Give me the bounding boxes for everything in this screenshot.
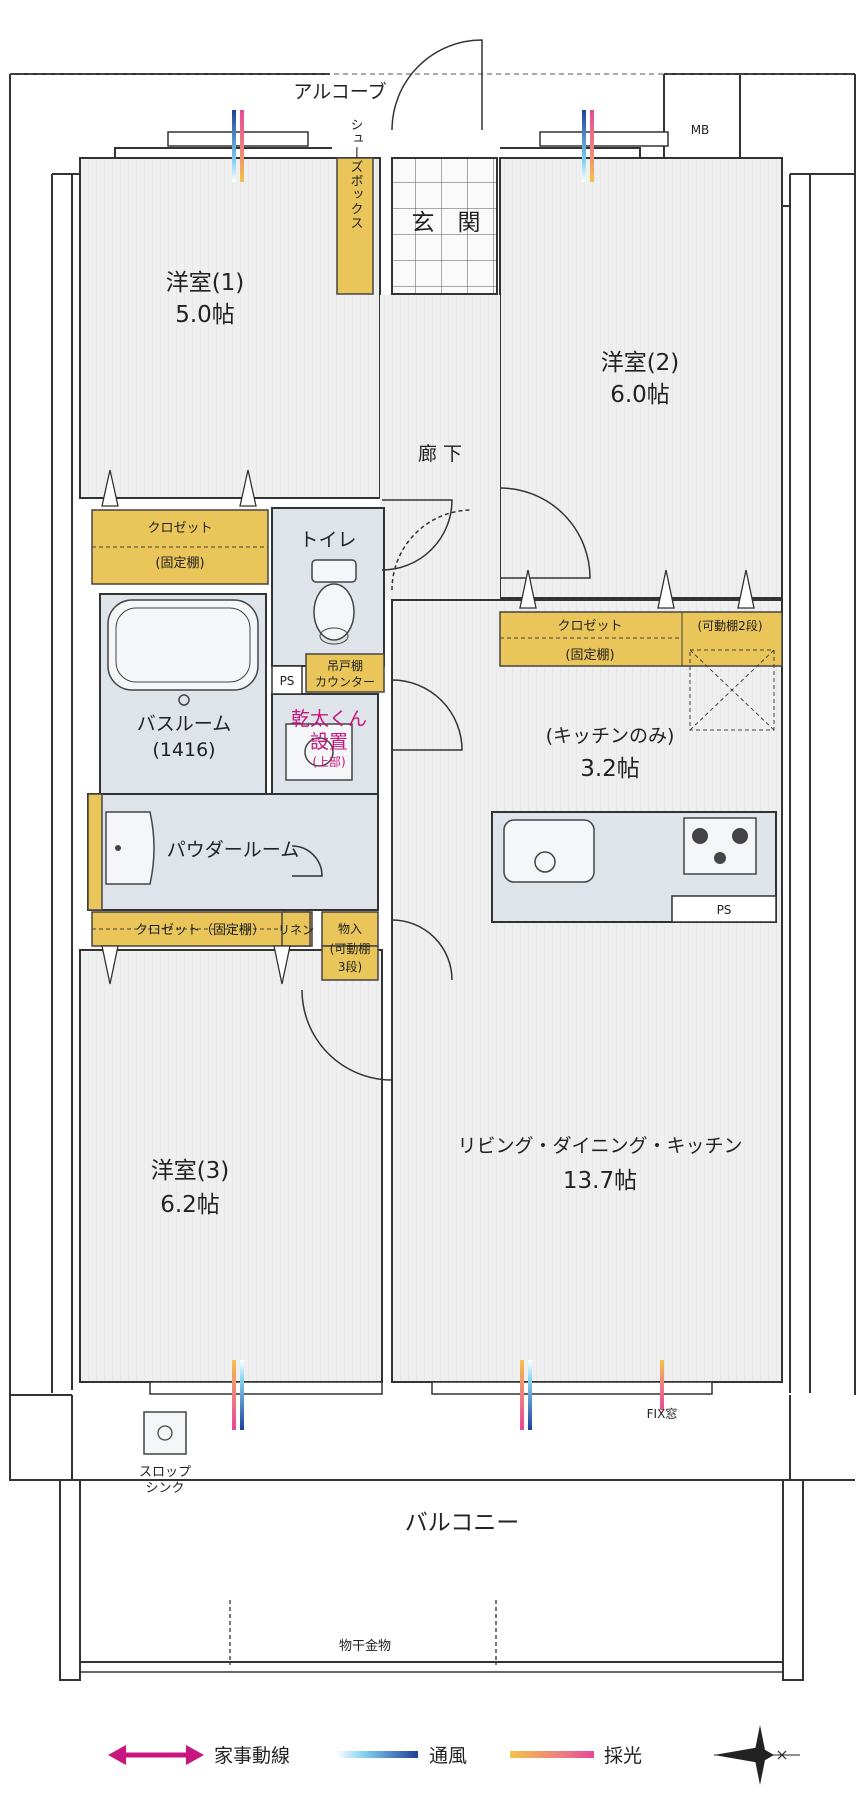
- room-3-floor: [79, 949, 383, 1383]
- ps-box-left: [271, 665, 303, 695]
- legend-ventilation: 通風: [336, 1745, 467, 1767]
- legend-housework-label: 家事動線: [214, 1745, 290, 1767]
- legend-ventilation-label: 通風: [429, 1745, 467, 1767]
- closet-room2: [499, 611, 783, 667]
- room2-size: 6.0帖: [610, 382, 670, 408]
- room3-size: 6.2帖: [160, 1192, 220, 1218]
- room1-size: 5.0帖: [175, 302, 235, 328]
- shoe-box: [336, 157, 374, 295]
- bathroom-name: バスルーム: [137, 713, 231, 735]
- dryer-label-2: 設置: [310, 731, 348, 753]
- clothes-hanger-label: 物干金物: [339, 1638, 391, 1654]
- balcony-label: バルコニー: [405, 1510, 520, 1536]
- slop-sink-icon: [143, 1411, 187, 1455]
- balcony: [9, 1395, 855, 1681]
- ps-box-kitchen: [671, 895, 777, 923]
- dryer-icon: [285, 723, 353, 781]
- storage-label-2: (可動棚: [330, 941, 371, 956]
- ps-label-kitchen: PS: [717, 903, 732, 917]
- closet-room2-movable: (可動棚2段): [698, 618, 763, 633]
- ldk-name: リビング・ダイニング・キッチン: [457, 1135, 742, 1157]
- compass-icon: [714, 1725, 800, 1785]
- legend-lighting: 採光: [510, 1745, 642, 1767]
- slop-sink-label-1: スロップ: [139, 1465, 191, 1480]
- legend: 家事動線 通風 採光: [108, 1725, 800, 1785]
- toilet-label: トイレ: [299, 529, 356, 551]
- hanging-shelf-counter: [305, 653, 385, 693]
- mb-label: MB: [691, 123, 710, 137]
- windows: [149, 131, 713, 1395]
- hanging-shelf-label: 吊戸棚: [327, 658, 363, 673]
- storage-label-3: 3段): [338, 959, 362, 974]
- kitchen-sink-icon: [503, 819, 595, 883]
- entrance-label: 玄 関: [412, 210, 481, 236]
- doors: [291, 39, 591, 1081]
- ldk-size: 13.7帖: [563, 1168, 637, 1194]
- room-1-floor: [79, 157, 381, 499]
- toilet-icon: [311, 559, 357, 645]
- hallway-label: 廊 下: [418, 443, 462, 465]
- counter-label: カウンター: [315, 675, 375, 689]
- fridge-space: [689, 649, 775, 731]
- room1-name: 洋室(1): [166, 270, 245, 296]
- kitchen-only-name: (キッチンのみ): [546, 725, 675, 747]
- stove-icon: [683, 817, 757, 875]
- closet-room2-shelf: (固定棚): [565, 648, 614, 663]
- dryer-label-1: 乾太くん: [291, 708, 367, 730]
- linen-closet: [281, 911, 311, 947]
- legend-housework: 家事動線: [108, 1745, 290, 1767]
- closet-room3-label: クロゼット（固定棚）: [135, 923, 265, 938]
- washbasin-icon: [105, 811, 155, 885]
- ldk-floor: [391, 599, 783, 1383]
- storage-closet-ext: [321, 945, 379, 981]
- bathtub-icon: [107, 599, 259, 691]
- room2-name: 洋室(2): [601, 350, 680, 376]
- washbasin-counter: [87, 793, 103, 911]
- kitchen-only-size: 3.2帖: [580, 756, 640, 782]
- dryer-label-3: (上部): [312, 754, 345, 769]
- slop-sink-label-2: シンク: [145, 1481, 184, 1496]
- entrance-floor: [391, 157, 498, 295]
- shoe-box-label: シューズボックス: [348, 118, 363, 230]
- powder-room-label: パウダールーム: [167, 839, 299, 861]
- closet-room1-shelf: (固定棚): [155, 556, 204, 571]
- room-2-floor: [499, 157, 783, 599]
- fix-window-label: FIX窓: [647, 1406, 678, 1421]
- clothes-hanger-posts: [229, 1600, 497, 1665]
- closet-room2-label: クロゼット: [557, 619, 622, 634]
- alcove-label: アルコーブ: [293, 80, 386, 103]
- storage-label-1: 物入: [338, 922, 362, 936]
- room3-name: 洋室(3): [151, 1158, 230, 1184]
- hallway-floor: [380, 295, 500, 600]
- legend-lighting-label: 採光: [604, 1745, 642, 1767]
- ps-label-left: PS: [280, 674, 295, 688]
- closet-room1-label: クロゼット: [147, 521, 212, 536]
- linen-label: リネン: [278, 923, 314, 937]
- storage-closet: [321, 911, 379, 947]
- closet-door-marks: [101, 469, 755, 985]
- bathroom-size: (1416): [152, 739, 215, 761]
